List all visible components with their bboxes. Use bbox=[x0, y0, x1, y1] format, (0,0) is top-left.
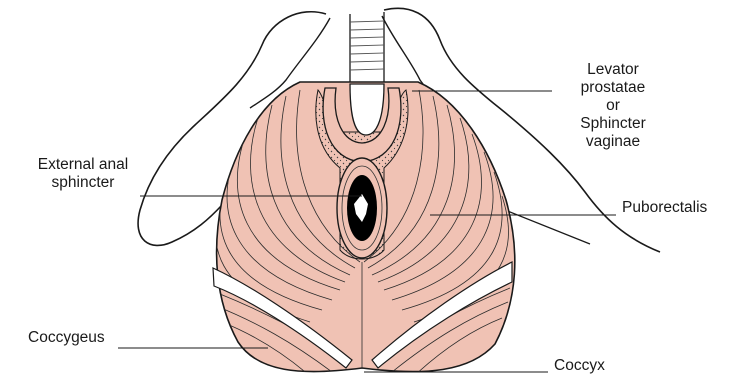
label-coccygeus: Coccygeus bbox=[28, 329, 105, 347]
urethra-tube bbox=[350, 12, 384, 82]
label-levator-line-5: vaginae bbox=[558, 133, 668, 151]
label-eas-line-1: External anal bbox=[8, 156, 158, 174]
label-levator-line-1: Levator bbox=[558, 61, 668, 79]
urethra-rings bbox=[350, 21, 384, 70]
label-coccyx: Coccyx bbox=[554, 357, 605, 375]
label-levator-prostatae: Levator prostatae or Sphincter vaginae bbox=[558, 61, 668, 151]
label-levator-line-4: Sphincter bbox=[558, 115, 668, 133]
label-levator-line-3: or bbox=[558, 97, 668, 115]
label-eas-line-2: sphincter bbox=[8, 174, 158, 192]
label-levator-line-2: prostatae bbox=[558, 79, 668, 97]
label-puborectalis: Puborectalis bbox=[622, 199, 707, 217]
label-external-anal-sphincter: External anal sphincter bbox=[8, 156, 158, 192]
